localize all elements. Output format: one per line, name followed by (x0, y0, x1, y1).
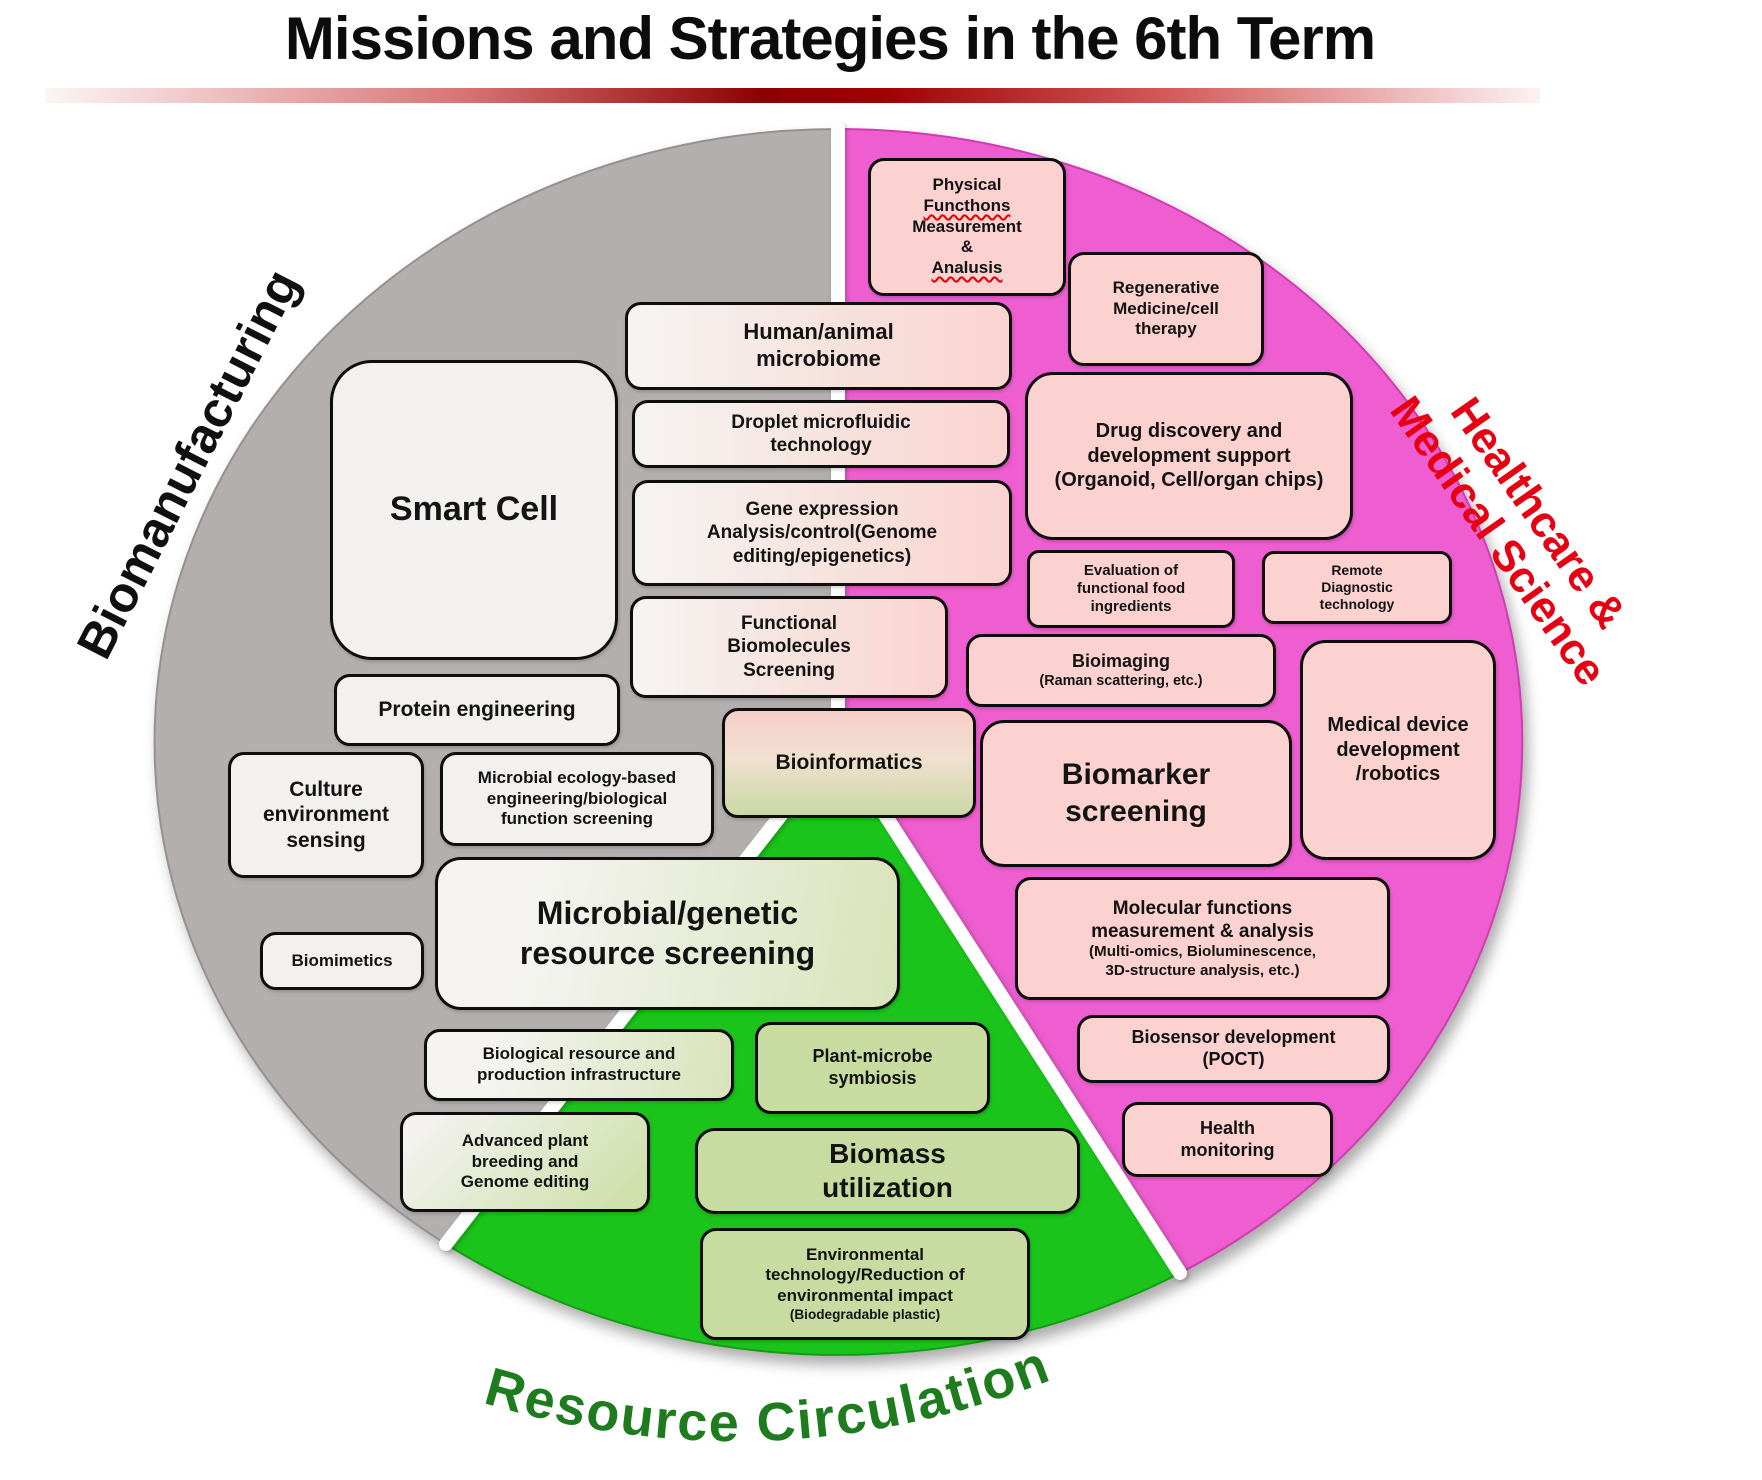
box-remote-diagnostic: Remote Diagnostic technology (1262, 551, 1452, 624)
box-advanced-plant: Advanced plant breeding and Genome editi… (400, 1112, 650, 1212)
box-label: Biosensor development (1131, 1027, 1336, 1048)
box-label: Medical device (1327, 714, 1469, 737)
box-label: (Organoid, Cell/organ chips) (1054, 469, 1324, 492)
box-label: development support (1087, 444, 1291, 467)
box-label: breeding and (471, 1151, 579, 1171)
box-label: production infrastructure (476, 1065, 681, 1084)
box-label: (POCT) (1202, 1049, 1265, 1069)
box-bioimaging: Bioimaging (Raman scattering, etc.) (966, 634, 1276, 707)
box-label: Protein engineering (378, 698, 576, 722)
box-biomass-utilization: Biomass utilization (695, 1128, 1080, 1214)
box-culture-environment-sensing: Culture environment sensing (228, 752, 424, 878)
box-environmental-technology: Environmental technology/Reduction of en… (700, 1228, 1030, 1340)
box-sublabel: (Biodegradable plastic) (789, 1306, 941, 1322)
box-label: Smart Cell (389, 490, 559, 529)
box-label: environment (262, 803, 390, 827)
box-label: technology (770, 435, 872, 456)
box-protein-engineering: Protein engineering (334, 674, 620, 746)
box-label: Medicine/cell (1113, 298, 1219, 318)
box-microbial-genetic-resource: Microbial/genetic resource screening (435, 857, 900, 1010)
box-functional-biomolecules: Functional Biomolecules Screening (630, 596, 948, 698)
box-label: Remote (1331, 561, 1383, 578)
box-label: Health (1199, 1117, 1255, 1138)
box-sublabel: (Multi-omics, Bioluminescence, (1088, 943, 1316, 961)
box-evaluation-food: Evaluation of functional food ingredient… (1027, 550, 1235, 628)
box-label: Measurement (912, 216, 1022, 236)
box-label: Environmental (805, 1244, 925, 1264)
box-label: symbiosis (828, 1068, 917, 1088)
box-label: Drug discovery and (1095, 420, 1283, 443)
box-biosensor-development: Biosensor development (POCT) (1077, 1015, 1390, 1083)
box-label: utilization (822, 1172, 953, 1203)
box-sublabel: (Raman scattering, etc.) (1039, 672, 1203, 689)
box-label: sensing (286, 828, 366, 852)
box-label: Microbial ecology-based (477, 767, 677, 787)
box-biological-resource: Biological resource and production infra… (424, 1029, 734, 1101)
box-regenerative-medicine: Regenerative Medicine/cell therapy (1068, 252, 1264, 366)
box-label: monitoring (1180, 1139, 1275, 1160)
box-label: Bioinformatics (775, 751, 923, 775)
box-label: Screening (743, 659, 835, 681)
box-label: technology (1319, 596, 1395, 613)
box-label-misspelled: Functhons (923, 195, 1011, 215)
box-label: Microbial/genetic (536, 895, 799, 932)
box-molecular-functions: Molecular functions measurement & analys… (1015, 877, 1390, 1000)
box-drug-discovery: Drug discovery and development support (… (1025, 372, 1353, 540)
box-medical-device: Medical device development /robotics (1300, 640, 1496, 860)
box-label: development (1336, 738, 1460, 761)
box-label: engineering/biological (486, 788, 668, 808)
box-label: Analysis/control(Genome (706, 522, 938, 544)
box-label-misspelled: Analusis (931, 258, 1003, 278)
box-label: & (960, 237, 974, 257)
box-label: Biomimetics (291, 950, 393, 970)
box-label: Advanced plant (461, 1130, 589, 1150)
box-label: Plant-microbe (812, 1046, 933, 1067)
box-label: measurement & analysis (1091, 920, 1314, 942)
box-label: Gene expression (745, 499, 899, 521)
box-bioinformatics: Bioinformatics (722, 708, 976, 818)
box-label: Genome editing (460, 1172, 590, 1192)
box-label: functional food (1076, 579, 1186, 597)
box-label: Biomolecules (727, 636, 851, 658)
box-label: Biological resource and (482, 1044, 676, 1064)
box-label: therapy (1135, 319, 1197, 339)
box-label: Evaluation of (1083, 561, 1179, 579)
title-underline-rule (45, 88, 1540, 103)
box-label: Biomass (829, 1137, 946, 1169)
box-label: Functional (740, 613, 838, 635)
box-label: resource screening (519, 934, 816, 971)
box-label: Droplet microfluidic (731, 411, 911, 433)
box-droplet-microfluidic: Droplet microfluidic technology (632, 400, 1010, 468)
box-label: microbiome (756, 346, 881, 371)
box-gene-expression: Gene expression Analysis/control(Genome … (632, 480, 1012, 586)
box-label: screening (1065, 794, 1207, 828)
box-human-animal-microbiome: Human/animal microbiome (625, 302, 1012, 390)
box-label: environmental impact (777, 1286, 953, 1306)
box-health-monitoring: Health monitoring (1122, 1102, 1333, 1177)
page-title: Missions and Strategies in the 6th Term (284, 5, 1376, 72)
box-label: Regenerative (1112, 277, 1220, 297)
box-smart-cell: Smart Cell (330, 360, 618, 660)
box-label: Molecular functions (1112, 897, 1293, 919)
box-label: function screening (500, 809, 654, 829)
box-label: Physical (932, 175, 1002, 195)
box-label: Biomarker (1061, 757, 1211, 791)
box-physical-functions: Physical Functhons Measurement & Analusi… (868, 158, 1066, 296)
box-biomarker-screening: Biomarker screening (980, 720, 1292, 867)
box-biomimetics: Biomimetics (260, 932, 424, 990)
box-label: Diagnostic (1321, 578, 1393, 595)
box-label: Bioimaging (1072, 650, 1170, 671)
box-label-row: & Analusis (932, 237, 1003, 278)
box-plant-microbe: Plant-microbe symbiosis (755, 1022, 990, 1114)
box-label: Culture (289, 777, 363, 801)
box-sublabel: 3D-structure analysis, etc.) (1105, 961, 1300, 979)
box-label: Human/animal (743, 319, 894, 345)
box-label: /robotics (1355, 763, 1441, 786)
box-microbial-ecology: Microbial ecology-based engineering/biol… (440, 752, 714, 846)
box-label: technology/Reduction of (765, 1265, 965, 1285)
box-label: editing/epigenetics) (732, 545, 912, 567)
box-label: ingredients (1090, 598, 1172, 616)
